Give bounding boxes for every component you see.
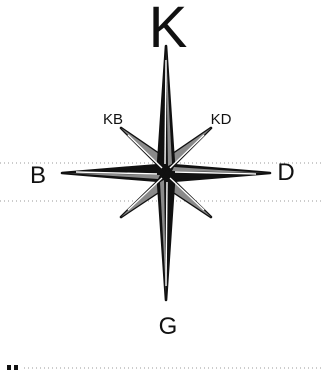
east-label: D	[277, 159, 294, 186]
bottom-edge-fragment	[7, 365, 323, 370]
compass-star	[62, 46, 270, 300]
south-label: G	[159, 313, 178, 340]
west-label: B	[30, 162, 46, 189]
north-east-label: KD	[211, 111, 232, 128]
north-label: K	[149, 0, 188, 60]
north-west-label: KB	[103, 111, 123, 128]
